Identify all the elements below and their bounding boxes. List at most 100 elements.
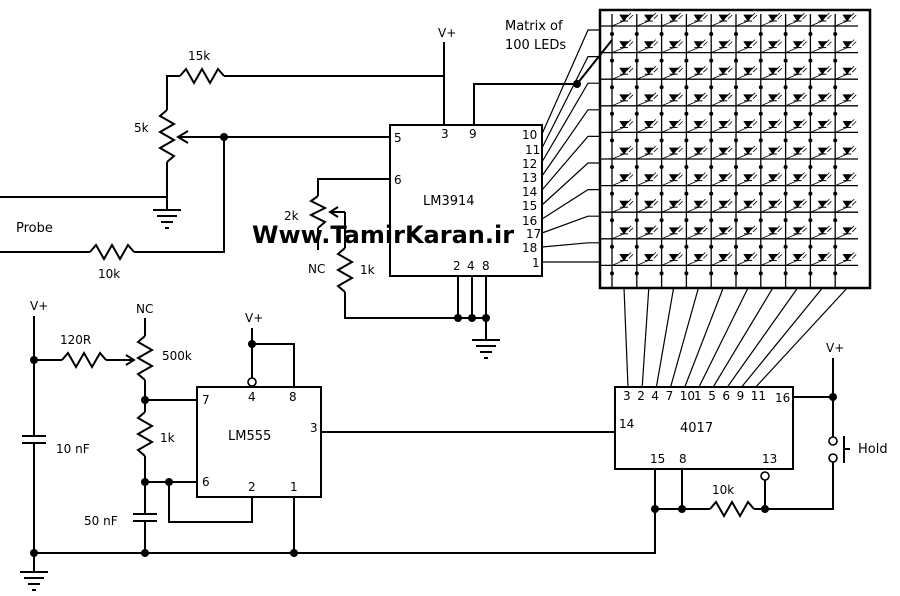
led-icon (709, 145, 733, 169)
wire-lm3914-output (541, 109, 600, 177)
resistor-10k-4017-zigzag (709, 499, 755, 519)
led-icon (783, 12, 807, 36)
wire-4017-to-column (712, 287, 774, 388)
lm3914-pin-6: 6 (394, 173, 402, 187)
wire-4017-to-column (698, 287, 749, 388)
lm3914-pin-13: 13 (522, 171, 537, 185)
wire-lm3914-output (541, 162, 600, 206)
resistor-1k-top-zigzag (335, 247, 355, 293)
led-icon (610, 252, 634, 276)
ground-5k (153, 209, 181, 229)
led-icon (659, 198, 683, 223)
junction-dot (482, 314, 490, 322)
lm3914-pin-11: 11 (525, 143, 540, 157)
lm3914-body (389, 124, 543, 277)
led-icon (659, 225, 683, 249)
led-icon (610, 92, 634, 116)
led-icon (758, 225, 783, 249)
cd4017-body (614, 386, 794, 470)
lm555-name: LM555 (228, 429, 271, 444)
led-icon (758, 39, 783, 63)
lm555-pin-4: 4 (248, 390, 256, 404)
led-icon (808, 172, 832, 196)
led-icon (684, 145, 708, 169)
led-icon (610, 65, 634, 90)
supply-label-4017: V+ (826, 341, 844, 355)
switch-contact-bottom (828, 453, 838, 463)
pot-500k-arrow (125, 354, 136, 366)
lm3914-pin-8: 8 (482, 259, 490, 273)
led-icon (734, 198, 758, 223)
cd4017-pin-8: 8 (679, 452, 687, 466)
wire-pin6 (317, 178, 390, 196)
pot-5k-label: 5k (134, 121, 149, 135)
watermark: Www.TamirKaran.ir (252, 221, 514, 249)
lm3914-output-wires (541, 29, 600, 263)
wire-4017-to-column (726, 287, 799, 388)
wire-pin2-555 (168, 482, 253, 523)
resistor-10k-4017-label: 10k (712, 483, 734, 497)
supply-label-left: V+ (30, 299, 48, 313)
resistor-10k-probe-label: 10k (98, 267, 120, 281)
cd4017-output-pin-label: 10 (680, 389, 695, 403)
junction-dot (829, 393, 837, 401)
hold-switch-actuator (843, 436, 850, 463)
led-icon (808, 65, 832, 90)
led-icon (684, 65, 708, 90)
led-icon (833, 39, 857, 63)
led-matrix (598, 8, 872, 290)
switch-contact-top (828, 436, 838, 446)
led-icon (684, 225, 708, 249)
wire-555-vplus (251, 328, 295, 387)
wire-1k-to-ground (344, 292, 488, 319)
led-icon (709, 65, 733, 90)
led-icon (808, 252, 832, 276)
led-icon (833, 145, 857, 169)
lm3914-pin-18: 18 (522, 241, 537, 255)
led-icon (634, 172, 659, 196)
led-icon (659, 145, 683, 169)
lm3914-pin-9: 9 (469, 127, 477, 141)
led-icon (734, 172, 758, 196)
led-icon (634, 39, 659, 63)
led-icon (758, 198, 783, 223)
lm3914-pin-17: 17 (526, 227, 541, 241)
led-icon (734, 225, 758, 249)
led-icon (734, 65, 758, 90)
wire-10k-4017-right (754, 462, 834, 510)
matrix-label-line1: Matrix of (505, 19, 563, 34)
cd4017-pin-13: 13 (762, 452, 777, 466)
led-icon (659, 172, 683, 196)
led-icon (833, 225, 857, 249)
led-icon (808, 119, 832, 143)
led-icon (709, 252, 733, 276)
wire-pins-248 (457, 276, 487, 340)
pin4-bubble (247, 377, 257, 387)
wire-4017-to-column (623, 287, 629, 388)
wire-4017-to-column (641, 287, 650, 388)
cd4017-output-pin-label: 1 (694, 389, 702, 403)
pot-500k-zigzag (135, 335, 155, 381)
ground-lm3914 (472, 339, 500, 359)
wire-lm3914-output (541, 29, 600, 135)
led-icon (758, 65, 783, 90)
led-icon (833, 92, 857, 116)
led-icon (634, 252, 659, 276)
led-icon (709, 92, 733, 116)
led-icon (734, 39, 758, 63)
led-icon (808, 225, 832, 249)
lm3914-pin-16: 16 (522, 214, 537, 228)
led-icon (634, 225, 659, 249)
lm3914-pin-1: 1 (532, 256, 540, 270)
led-icon (709, 39, 733, 63)
junction-dot (468, 314, 476, 322)
led-icon (684, 92, 708, 116)
matrix-label-pointer (576, 39, 613, 85)
cd4017-chip: 4017 14 16 15 8 13 (614, 386, 794, 470)
wire-lm3914-output (541, 189, 600, 220)
junction-dot (678, 505, 686, 513)
led-icon (684, 12, 708, 36)
resistor-1k-555-label: 1k (160, 431, 175, 445)
wire-4017-to-column (741, 287, 823, 388)
